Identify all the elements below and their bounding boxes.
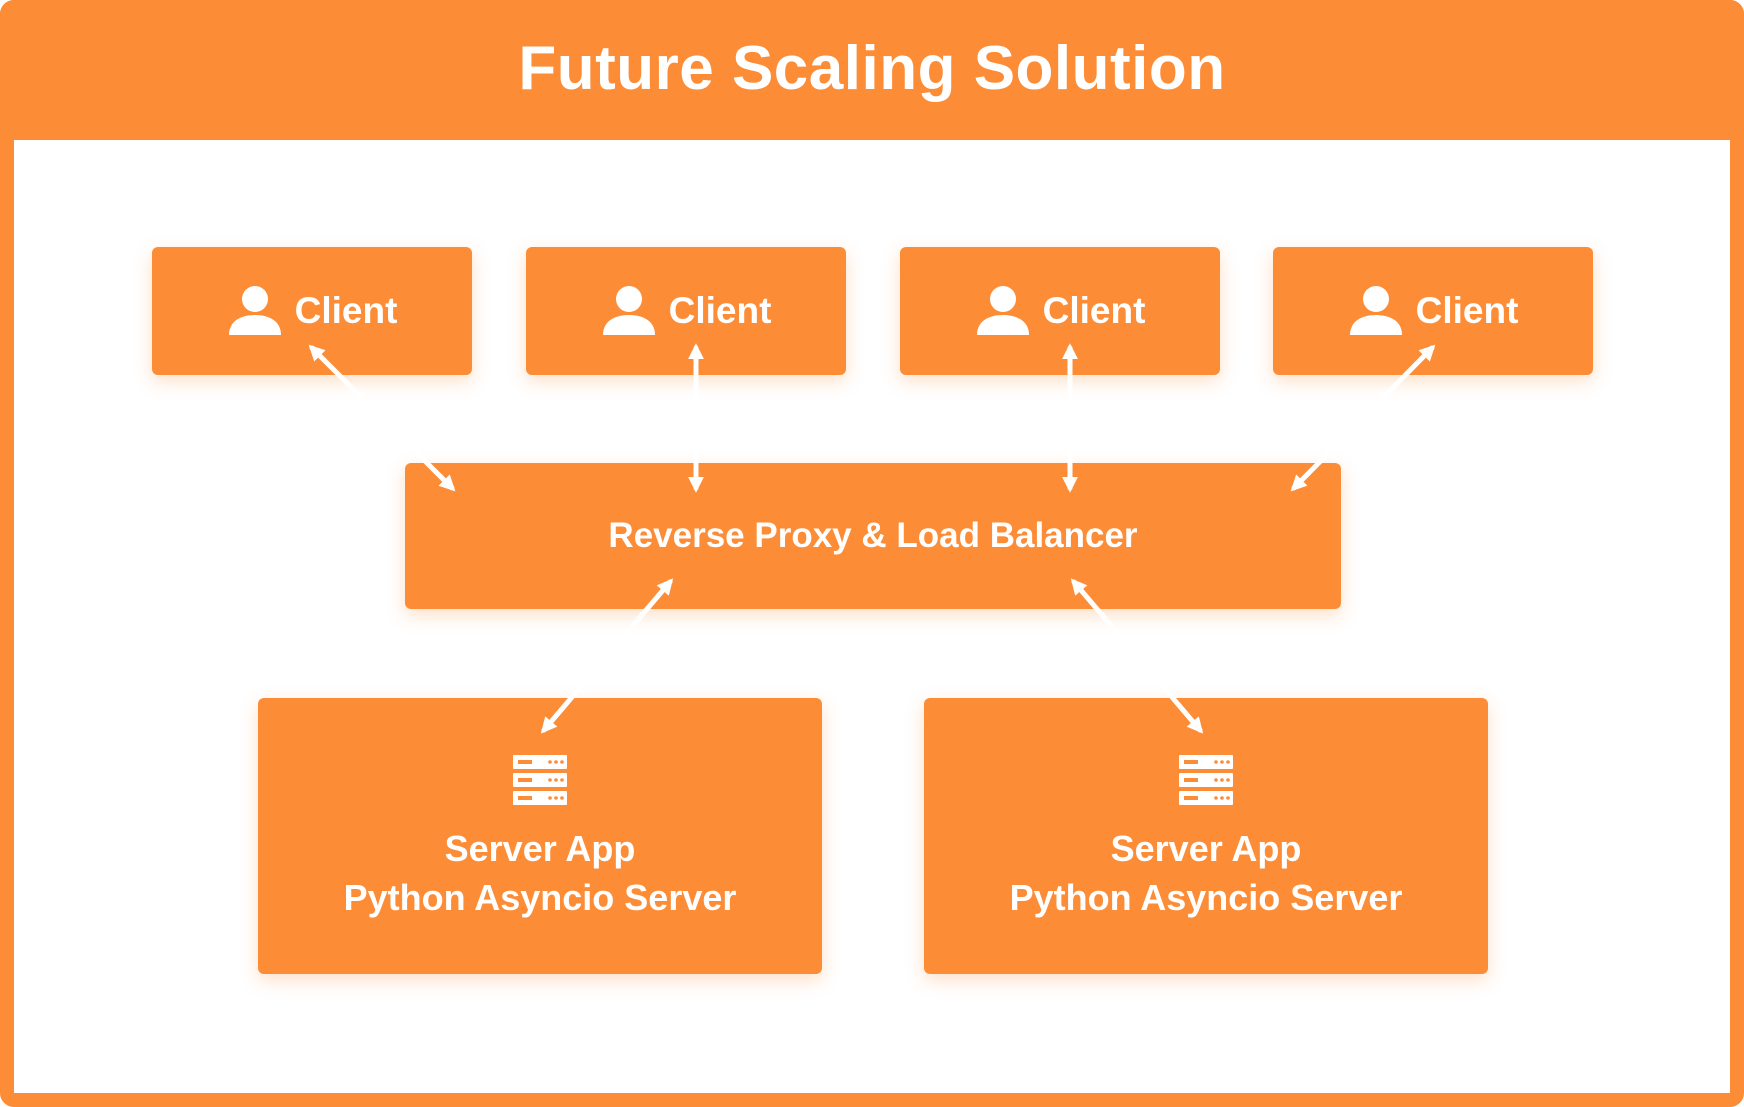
reverse-proxy-node: Reverse Proxy & Load Balancer [405,463,1341,609]
user-icon [228,286,281,335]
server-description: Python Asyncio Server [1009,877,1403,918]
server-description: Python Asyncio Server [343,877,737,918]
server-name: Server App [444,828,636,869]
client-label: Client [1415,290,1519,331]
diagram-title: Future Scaling Solution [518,33,1226,103]
title-bar: Future Scaling Solution [0,0,1744,140]
client-label: Client [294,290,398,331]
client-label: Client [668,290,772,331]
client-node-1: Client [152,247,472,375]
server-node-2: Server App Python Asyncio Server [924,698,1488,974]
server-name: Server App [1110,828,1302,869]
user-icon [602,286,655,335]
client-node-4: Client [1273,247,1593,375]
user-icon [976,286,1029,335]
server-rack-icon [513,755,567,805]
server-rack-icon [1179,755,1233,805]
server-node-1: Server App Python Asyncio Server [258,698,822,974]
client-node-2: Client [526,247,846,375]
proxy-label: Reverse Proxy & Load Balancer [608,516,1138,555]
client-node-3: Client [900,247,1220,375]
user-icon [1349,286,1402,335]
client-label: Client [1042,290,1146,331]
